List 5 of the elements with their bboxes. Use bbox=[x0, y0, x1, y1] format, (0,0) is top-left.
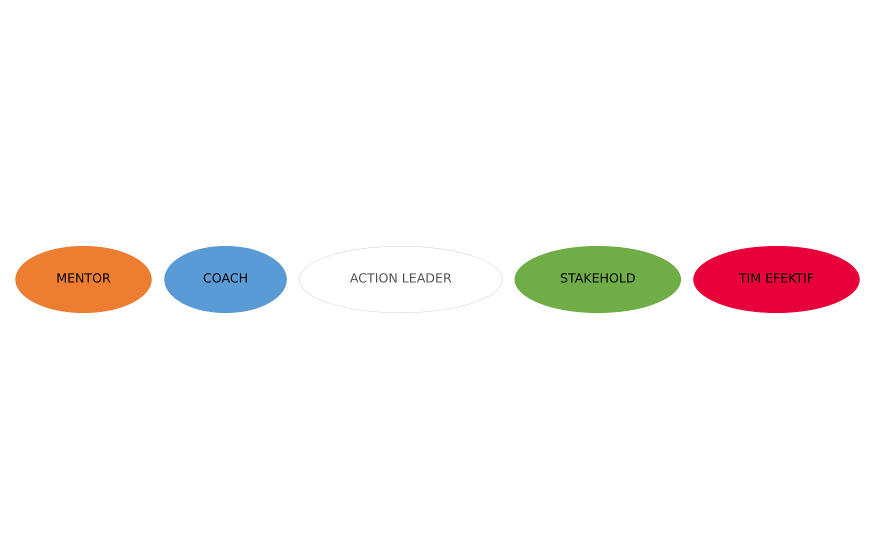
node-ellipse: MENTOR bbox=[14, 246, 152, 313]
node-ellipse: ACTION LEADER bbox=[298, 246, 502, 313]
node-ellipse: TIM EFEKTIF bbox=[692, 246, 860, 313]
node-ellipse: COACH bbox=[164, 246, 286, 313]
node-ellipse: STAKEHOLD bbox=[514, 246, 681, 313]
